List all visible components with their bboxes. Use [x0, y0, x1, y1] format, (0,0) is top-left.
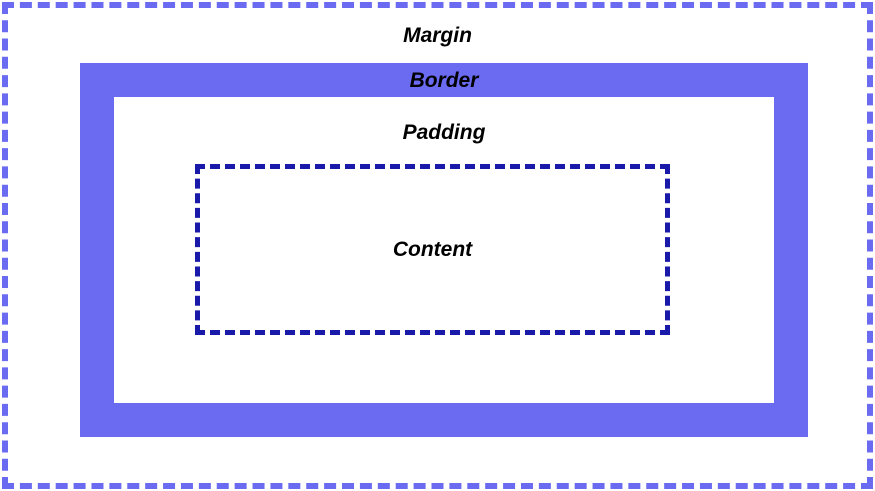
padding-area: Padding Content	[114, 97, 774, 403]
border-band: Border Padding Content	[80, 63, 808, 437]
margin-label: Margin	[403, 24, 472, 47]
border-label: Border	[409, 69, 479, 92]
content-label: Content	[392, 238, 473, 261]
padding-label: Padding	[402, 121, 486, 144]
content-box: Content	[195, 164, 670, 335]
